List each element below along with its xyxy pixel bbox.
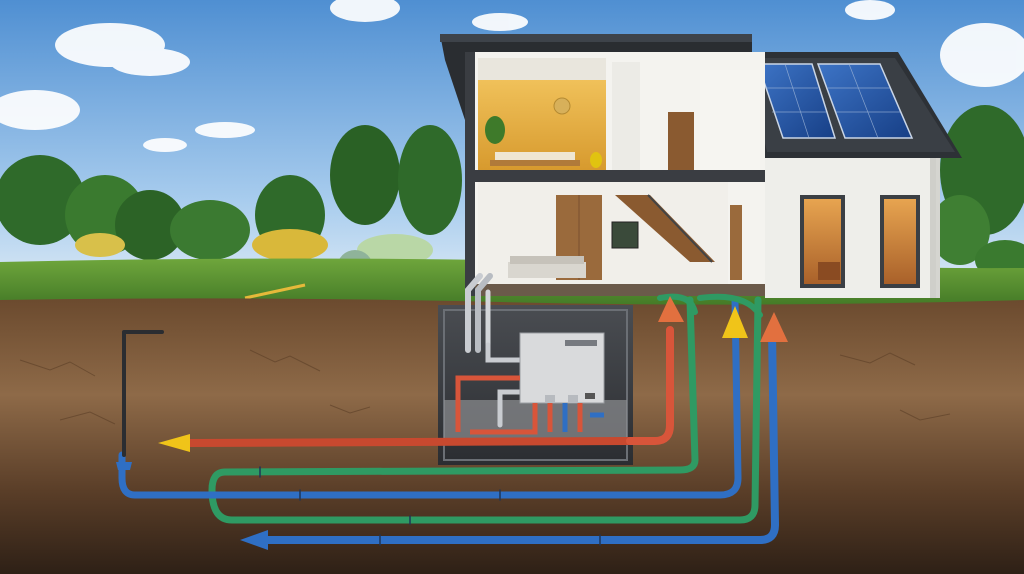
service-pipes — [465, 273, 523, 428]
ground-loop — [118, 293, 779, 546]
downspout — [936, 158, 940, 298]
treeline — [0, 105, 1024, 286]
pipe-blue-1 — [118, 296, 742, 499]
house — [440, 34, 962, 298]
staircase — [615, 195, 715, 262]
garden-hose — [244, 283, 306, 300]
well-pipe — [122, 330, 164, 457]
pipe-red-left — [186, 437, 634, 447]
main-roof — [440, 34, 752, 120]
solar-panel-icon — [756, 63, 914, 139]
heat-pump-unit-icon — [519, 332, 605, 404]
pipe-green-1 — [208, 296, 762, 524]
soil-cracks — [19, 349, 951, 425]
pit-pipes — [455, 375, 604, 435]
clouds — [0, 0, 1024, 152]
pipe-blue-2 — [256, 326, 779, 544]
pipe-arrow-icon — [116, 296, 788, 550]
